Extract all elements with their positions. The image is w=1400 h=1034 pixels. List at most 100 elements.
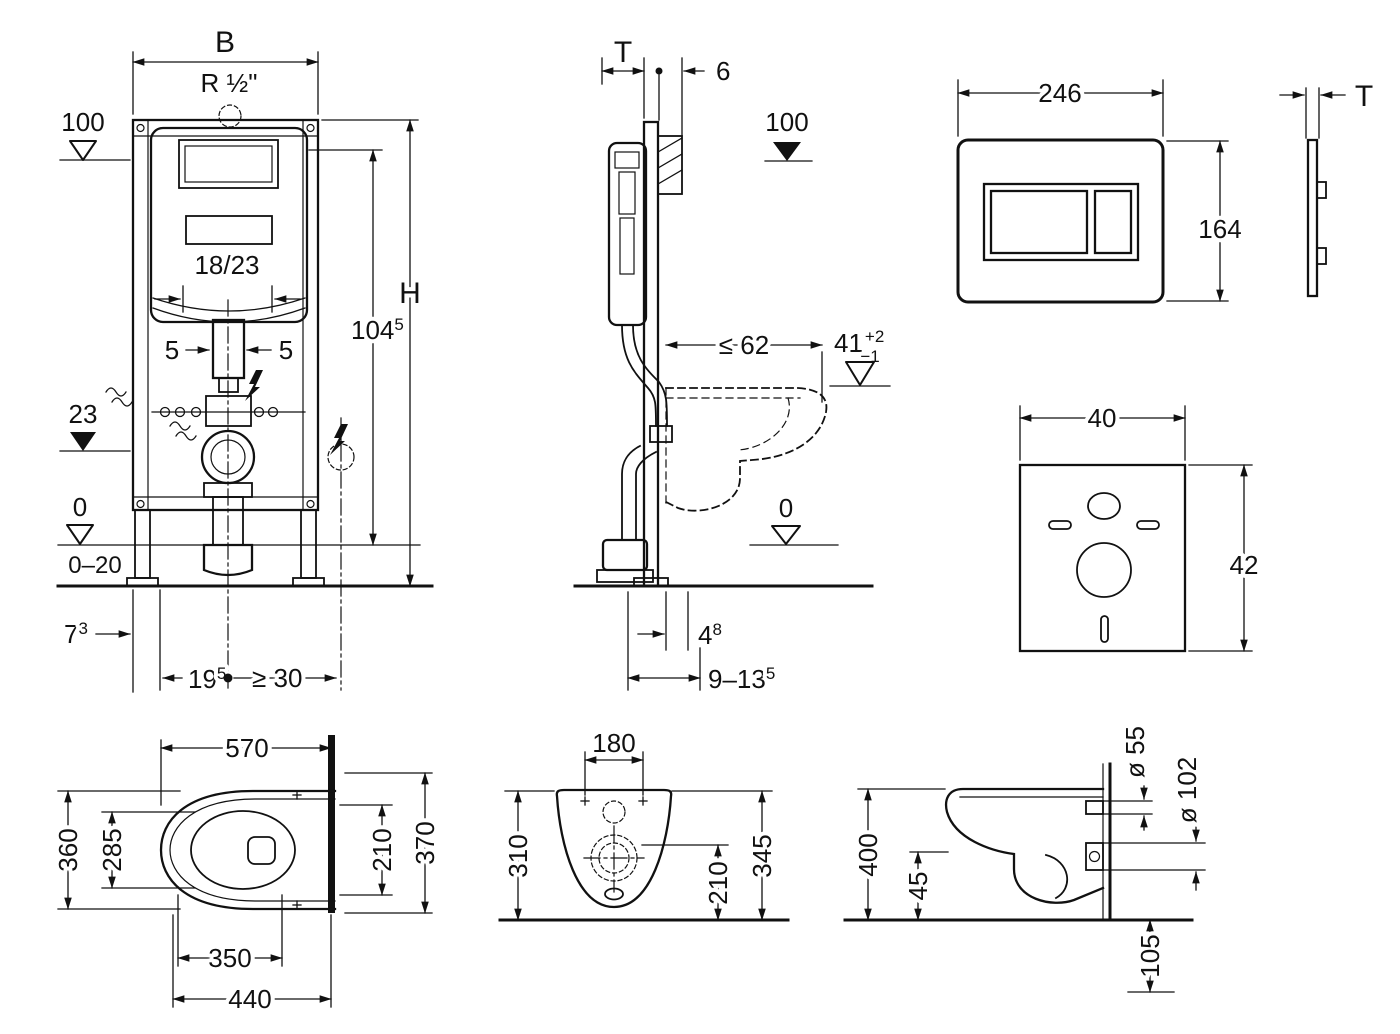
svg-text:42: 42 <box>1230 550 1259 580</box>
pan-front-outline <box>555 788 673 909</box>
dim-164: 164 <box>1166 140 1246 302</box>
svg-text:18/23: 18/23 <box>194 250 259 280</box>
dim-345: 345 <box>671 790 781 921</box>
pan-outline <box>159 789 337 911</box>
svg-text:195: 195 <box>188 664 226 694</box>
drain-hole <box>1076 542 1132 598</box>
svg-text:440: 440 <box>228 984 271 1014</box>
svg-text:285: 285 <box>97 828 127 871</box>
dim-102: ø 102 <box>1102 753 1206 891</box>
fill-valve <box>205 395 252 427</box>
dim-6: 6 <box>655 52 734 137</box>
svg-text:400: 400 <box>853 833 883 876</box>
svg-text:ø 55: ø 55 <box>1120 726 1150 778</box>
datum-23: 23 <box>59 399 131 452</box>
axis-dot <box>655 67 663 75</box>
flush-button-small <box>1093 189 1133 255</box>
frame-outline <box>131 118 320 512</box>
dim-4: 48 <box>637 591 726 654</box>
svg-text:ø 102: ø 102 <box>1172 757 1202 824</box>
wc-front-view: 180 310 210 345 <box>498 728 790 922</box>
frame-front-view: B R ½" 100 18/23 5 5 H <box>56 26 434 698</box>
dim-b: B <box>132 26 319 115</box>
svg-text:H: H <box>399 277 421 310</box>
svg-text:345: 345 <box>747 834 777 877</box>
svg-text:48: 48 <box>698 620 722 650</box>
flush-pipe <box>621 324 657 427</box>
datum-100-side: 100 <box>764 107 813 162</box>
frame-foot-right <box>300 509 317 579</box>
datum-triangle-filled <box>70 432 96 451</box>
dim-19: 195 <box>159 589 233 698</box>
dim-285: 285 <box>93 811 196 889</box>
datum-triangle-open <box>771 525 801 545</box>
datum-triangle-open <box>66 524 94 545</box>
outlet <box>604 887 624 901</box>
datum-triangle-open <box>69 140 97 161</box>
svg-text:5: 5 <box>279 335 293 365</box>
button-frame <box>982 182 1140 262</box>
wc-side-view: 400 45 ø 55 ø 102 105 <box>843 722 1206 993</box>
frame-side-view: T 6 100 ≤ 62 41+2−1 0 <box>573 32 891 698</box>
dim-246: 246 <box>957 74 1164 137</box>
dim-400: 400 <box>849 788 946 921</box>
svg-text:0–20: 0–20 <box>68 552 121 579</box>
wc-front-structure <box>498 788 790 922</box>
svg-text:360: 360 <box>53 828 83 871</box>
dim-360: 360 <box>49 790 181 910</box>
dim-370: 370 <box>344 772 444 914</box>
dim-180: 180 <box>584 728 644 796</box>
bottom-slot <box>1100 615 1109 643</box>
power-connection-icon <box>245 370 263 401</box>
datum-triangle-open <box>845 361 875 386</box>
dim-h: H <box>321 119 425 587</box>
svg-text:73: 73 <box>64 619 88 649</box>
svg-text:100: 100 <box>61 107 104 137</box>
svg-text:210: 210 <box>703 861 733 904</box>
dim-0-20: 0–20 <box>68 552 121 579</box>
flexible-hose-icon <box>169 421 191 431</box>
dim-350: 350 <box>177 894 283 977</box>
flush-pipe-hole <box>1087 492 1121 520</box>
svg-text:105: 105 <box>1135 934 1165 977</box>
frame-front-structure <box>56 104 434 691</box>
actuator-plate-view: 246 164 T <box>956 74 1373 304</box>
flush-connection <box>1085 800 1104 815</box>
dim-104: 1045 <box>308 149 408 546</box>
bolt-slot-right <box>1136 520 1160 530</box>
dim-18-23: 18/23 <box>154 250 301 313</box>
svg-text:246: 246 <box>1038 78 1081 108</box>
wc-top-structure <box>159 789 337 911</box>
flush-distributor <box>247 836 276 865</box>
supply-hole <box>602 800 626 824</box>
wc-top-view: 570 360 285 210 <box>49 729 444 1018</box>
drain-collar <box>601 538 649 572</box>
dim-t-side: T <box>601 32 645 119</box>
svg-text:45: 45 <box>903 872 933 901</box>
svg-text:1045: 1045 <box>351 315 404 345</box>
dim-label-b: B <box>215 26 235 59</box>
svg-text:≥ 30: ≥ 30 <box>252 663 302 693</box>
svg-text:≤ 62: ≤ 62 <box>719 330 769 360</box>
dim-570: 570 <box>160 729 332 806</box>
datum-0-front: 0 <box>66 492 94 545</box>
bolt-slot-left <box>1048 520 1072 530</box>
pan-side-outline <box>944 787 1105 904</box>
svg-text:100: 100 <box>765 107 808 137</box>
frame-foot-left <box>134 509 151 579</box>
dim-440: 440 <box>172 914 332 1018</box>
svg-text:40: 40 <box>1088 403 1117 433</box>
wc-side-structure <box>843 762 1194 922</box>
dim-310: 310 <box>499 790 555 921</box>
dim-label-r-half: R ½" <box>201 68 258 98</box>
dim-42: 42 <box>1188 464 1262 652</box>
sound-mat-view: 40 42 <box>1018 399 1262 653</box>
dim-r-half: R ½" <box>201 68 258 98</box>
plate-profile <box>1306 138 1319 298</box>
cistern <box>149 126 309 324</box>
svg-text:210: 210 <box>367 828 397 871</box>
svg-text:T: T <box>614 36 632 69</box>
actuator-plate <box>956 138 1165 304</box>
dim-7: 73 <box>60 589 134 693</box>
